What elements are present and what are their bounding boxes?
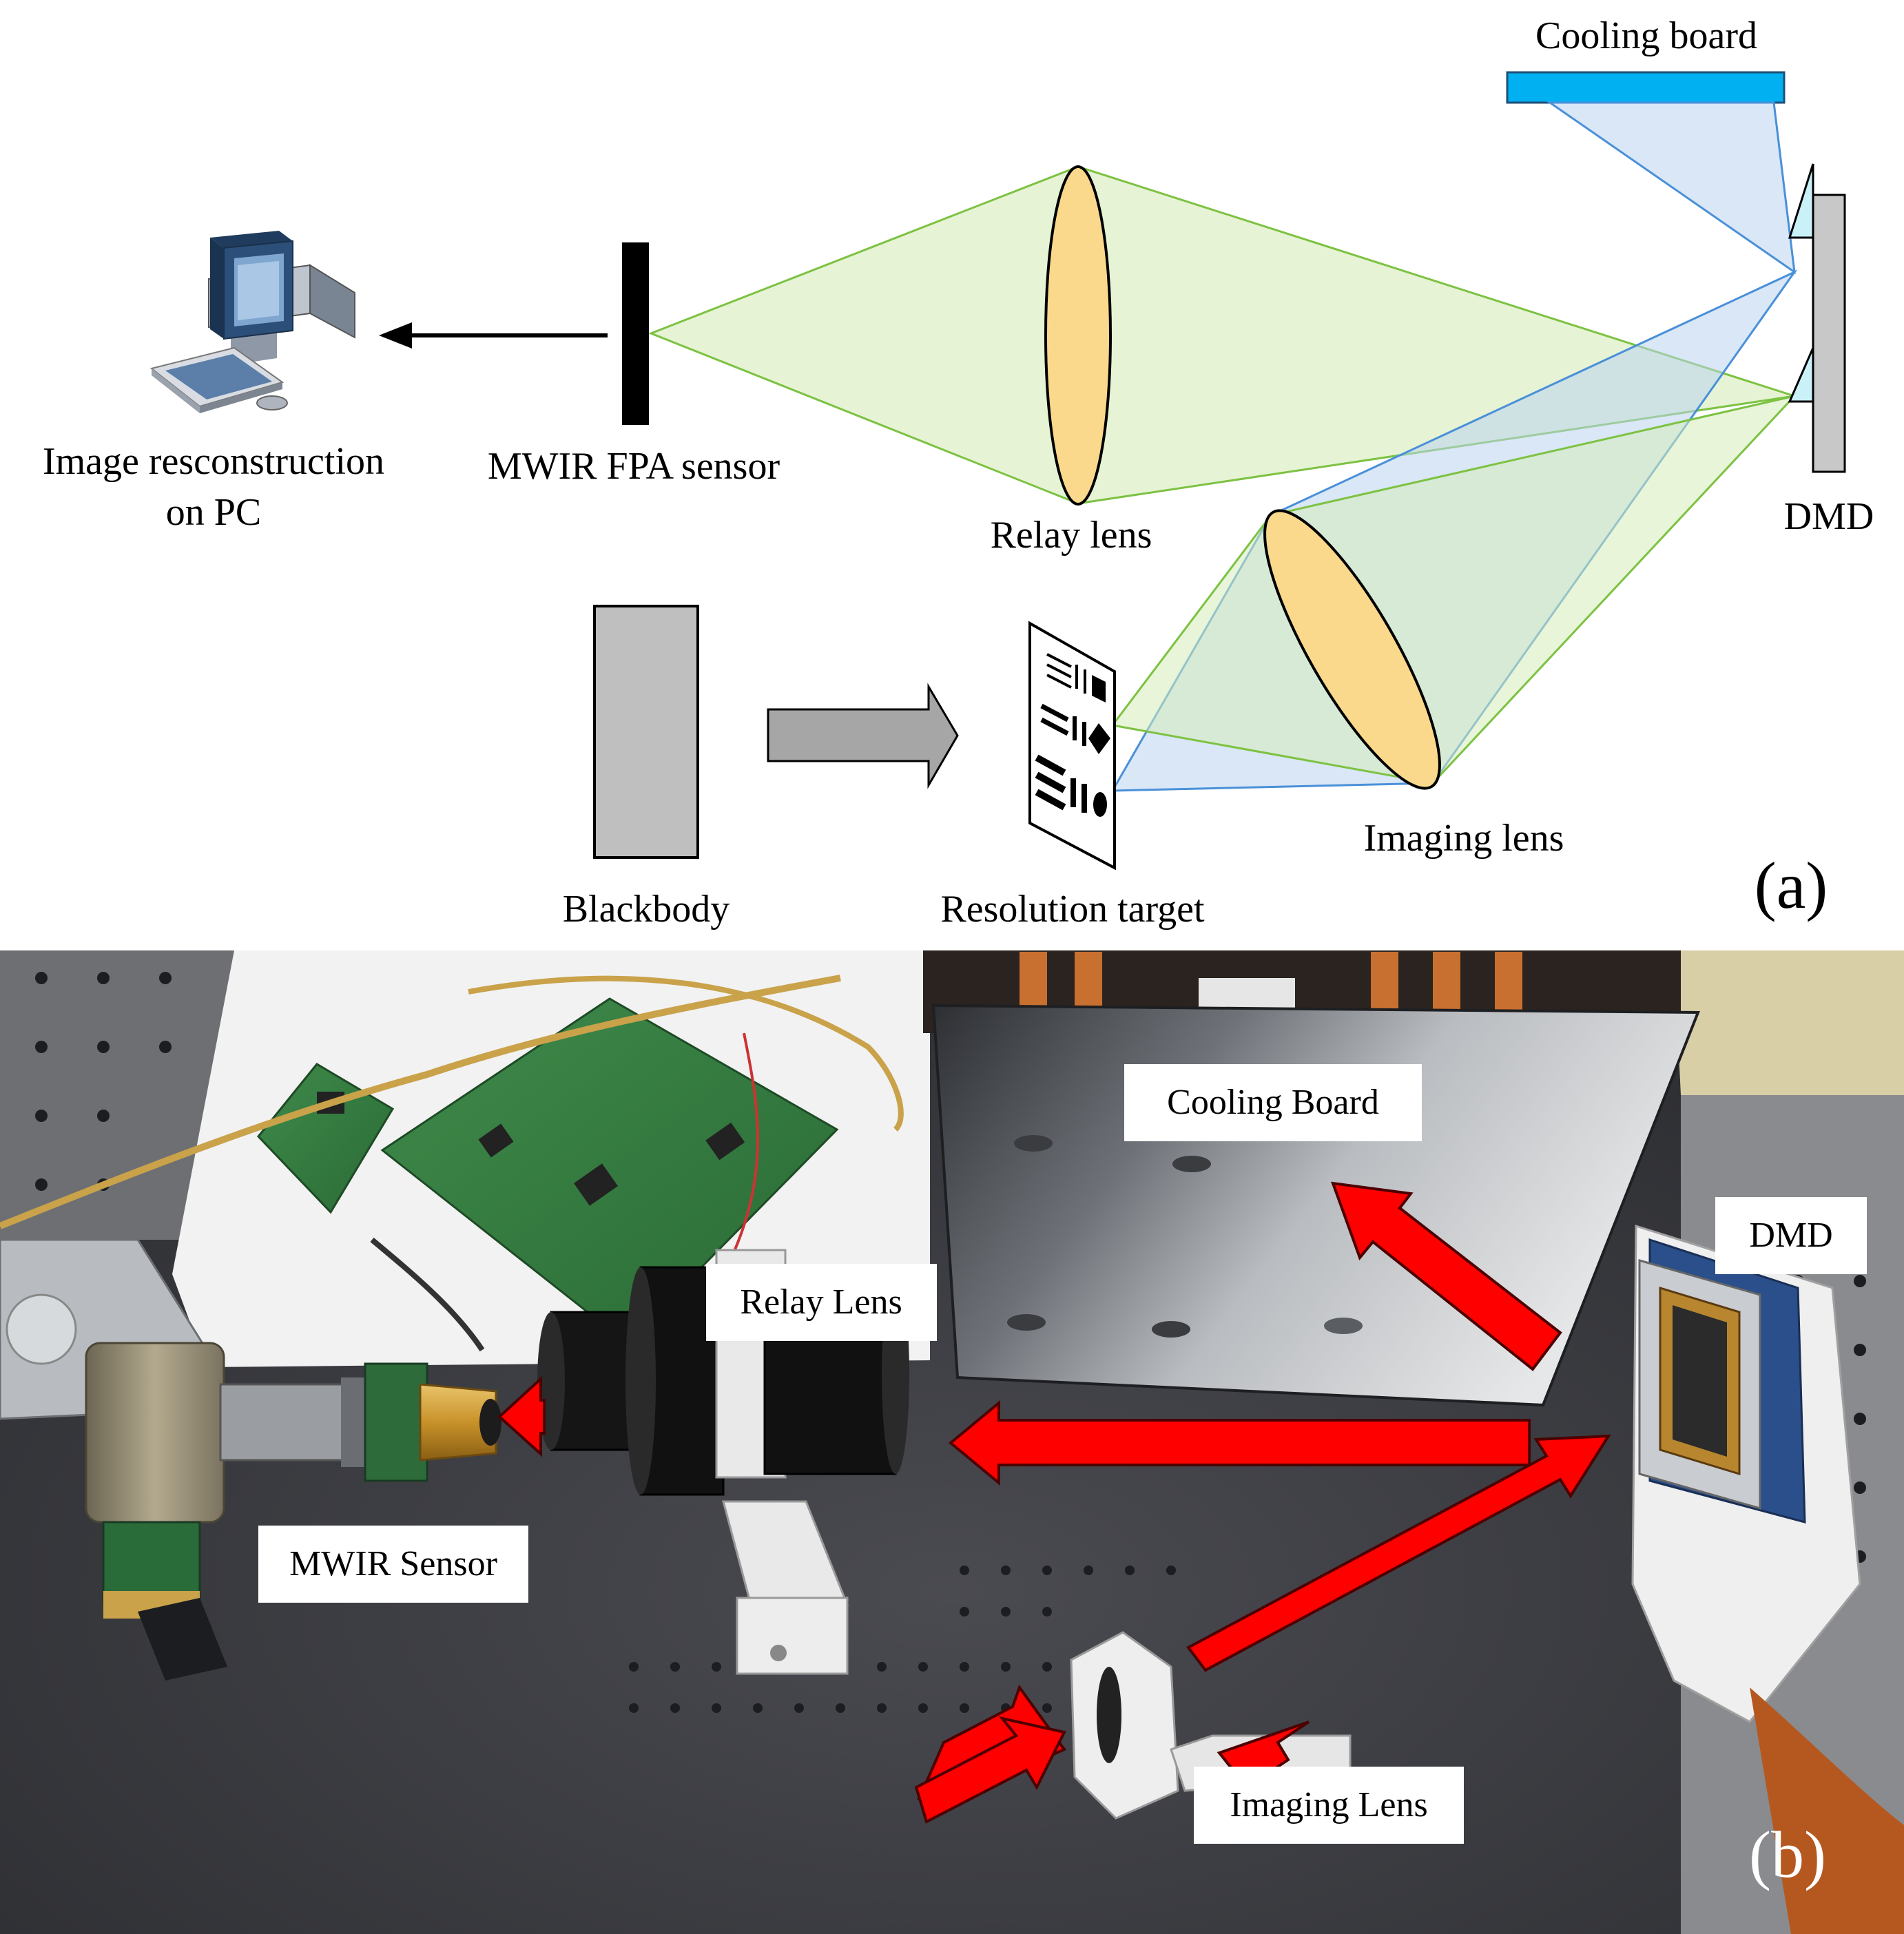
pc-label-line1: Image resconstruction bbox=[43, 440, 384, 483]
relay-lens-shape bbox=[1044, 165, 1112, 506]
panel-a-tag: (a) bbox=[1755, 849, 1828, 922]
imaging-lens-shape bbox=[1263, 509, 1441, 790]
red-arrows bbox=[497, 1181, 1611, 1824]
dmd-shape bbox=[1788, 163, 1846, 473]
pc-label-line2: on PC bbox=[166, 491, 262, 534]
blackbody-shape bbox=[593, 605, 699, 859]
panel-b-labels: Cooling Board DMD Relay Lens MWIR Sensor… bbox=[258, 1064, 1867, 1891]
pcb-small bbox=[257, 1063, 395, 1214]
dmd-label: DMD bbox=[1784, 495, 1874, 538]
dmd-photo-label: DMD bbox=[1749, 1216, 1832, 1255]
panel-b-tag: (b) bbox=[1749, 1818, 1826, 1891]
relay-lens-assembly bbox=[537, 1249, 909, 1675]
gold-cable bbox=[0, 975, 841, 1229]
panel-a-schematic: Cooling board Relay lens Imaging lens DM… bbox=[43, 14, 1874, 930]
cooling-board-photo-label: Cooling Board bbox=[1167, 1083, 1379, 1122]
imaging-lens-label: Imaging lens bbox=[1364, 817, 1564, 860]
dmd-assembly bbox=[1631, 1224, 1904, 1934]
red-arrow-to-sensor bbox=[497, 1375, 546, 1457]
beam-cooling-to-dmd bbox=[1546, 101, 1796, 275]
red-arrow-target-to-imaging bbox=[914, 1716, 1066, 1824]
panel-b-photo: Cooling Board DMD Relay Lens MWIR Sensor… bbox=[0, 950, 1904, 1934]
cooling-board-label: Cooling board bbox=[1535, 14, 1757, 57]
resolution-target-label: Resolution target bbox=[940, 888, 1205, 930]
red-arrow-dmd-to-cooling bbox=[1331, 1181, 1562, 1371]
mwir-sensor-assembly bbox=[85, 1342, 501, 1681]
red-arrow-dmd-to-relay bbox=[948, 1400, 1531, 1486]
cooling-board-shape bbox=[1506, 71, 1786, 104]
fpa-sensor-label: MWIR FPA sensor bbox=[488, 445, 780, 488]
imaging-lens-photo-label: Imaging Lens bbox=[1230, 1785, 1427, 1824]
red-arrow-lens-to-dmd bbox=[1186, 1434, 1611, 1672]
computer-icon bbox=[149, 231, 355, 413]
resolution-target-shape bbox=[1028, 621, 1116, 871]
mwir-sensor-photo-label: MWIR Sensor bbox=[289, 1544, 497, 1583]
pcb-main bbox=[380, 997, 839, 1345]
relay-lens-photo-label: Relay Lens bbox=[740, 1282, 902, 1322]
blackbody-label: Blackbody bbox=[563, 888, 730, 930]
relay-lens-label: Relay lens bbox=[991, 514, 1152, 557]
fpa-sensor-shape bbox=[622, 242, 649, 425]
arrow-blackbody-to-target bbox=[767, 683, 959, 789]
arrow-sensor-to-pc-head bbox=[379, 322, 412, 349]
